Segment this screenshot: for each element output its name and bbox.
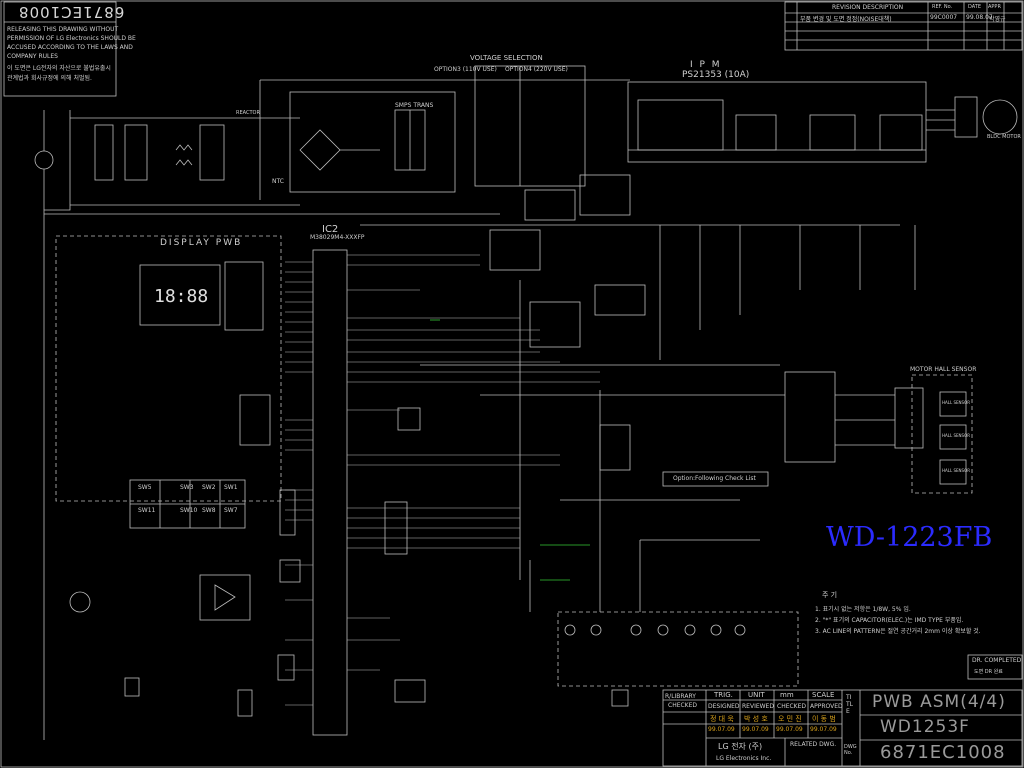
unit-value: mm [780,691,794,699]
related-dwg: RELATED DWG. [790,741,837,748]
sw-label: SW2 [202,484,216,491]
warning-line: PERMISSION OF LG Electronics SHOULD BE [7,35,136,42]
name-reviewer: 박 성 호 [744,715,768,723]
ic2-body [312,249,348,736]
sw-label: SW8 [202,507,216,514]
hall-sensor-label: HALL SENSOR [942,400,970,405]
warning-block: RELEASING THIS DRAWING WITHOUT PERMISSIO… [7,25,136,84]
hall-sensor-label: HALL SENSOR [942,433,970,438]
date-reviewer: 99.07.09 [742,726,769,733]
role-designed: DESIGNED [708,703,740,710]
bldc-motor-label: BLDC MOTOR [987,134,1021,140]
unit-label: UNIT [748,691,765,699]
drawing-number-header: 6871EC1008 [18,3,125,21]
role-checked: CHECKED [777,703,807,710]
dr-completed: DR. COMPLETED [972,657,1022,664]
title-vertical: TITLE [846,694,854,715]
name-checker: 오 민 진 [778,715,802,723]
note-line: 2. "*" 표기의 CAPACITOR(ELEC.)는 IMD TYPE 부품… [815,617,964,624]
trig-label: TRIG. [714,691,733,699]
dr-completed-sub: 도면 DR 완료 [974,669,1003,675]
ntc-label: NTC [272,178,284,185]
warning-line: ACCUSED ACCORDING TO THE LAWS AND [7,44,133,51]
revision-row-ref: 99C0007 [930,14,958,21]
dwg-no-label: DWG No. [844,744,857,756]
reactor-label: REACTOR [236,110,260,116]
revision-row-date: 99.08.07 [966,14,993,21]
warning-line-ko: 이 도면은 LG전자의 자산으로 불법유출시 [7,65,111,72]
sw-label: SW3 [180,484,194,491]
note-line: 3. AC LINE의 PATTERN은 절연 공간거리 2mm 이상 확보할 … [815,628,981,635]
option-check-list: Option:Following Check List [673,475,756,482]
motor-hall-sensor-label: MOTOR HALL SENSOR [910,366,977,373]
warning-line-ko: 관계법과 회사규정에 의해 처벌됨. [7,75,92,82]
pwb-asm-title: PWB ASM(4/4) [872,692,1006,712]
smps-trans-label: SMPS TRANS [395,102,434,109]
date-checker: 99.07.09 [776,726,803,733]
name-approver: 이 동 범 [812,715,836,723]
hall-sensor-label: HALL SENSOR [942,468,970,473]
date-approver: 99.07.09 [810,726,837,733]
revision-row-desc: 부품 변경 및 도면 정정(NOISE대책) [800,16,892,23]
sw-label: SW11 [138,507,156,514]
warning-line: COMPANY RULES [7,53,58,60]
warning-line: RELEASING THIS DRAWING WITHOUT [7,26,119,33]
ic2-label: IC2 [322,224,339,235]
model-code: WD1253F [880,717,970,737]
company-name-en: LG Electronics Inc. [716,755,772,762]
option4-label: OPTION4 (220V USE) [505,66,568,73]
role-reviewed: REVIEWED [742,703,774,710]
voltage-selection-label: VOLTAGE SELECTION [470,54,543,62]
checked-label: CHECKED [668,702,698,709]
model-title: WD-1223FB [826,522,993,553]
dwg-number: 6871EC1008 [880,742,1006,763]
lcd-digits: 18:88 [154,286,209,307]
ipm-title: I P M [690,60,722,70]
option3-label: OPTION3 (110V USE) [434,66,497,73]
scale-label: SCALE [812,691,835,699]
role-approved: APPROVED [810,703,843,710]
r-library: R/LIBRARY [665,693,696,700]
revision-header-description: REVISION DESCRIPTION [832,4,904,11]
sw-label: SW7 [224,507,238,514]
revision-row-appr: 박영규 [989,16,1006,23]
note-line: 1. 표기시 없는 저항은 1/8W, 5% 임. [815,606,911,613]
notes-title: 주 기 [822,591,838,599]
name-designer: 정 대 욱 [710,715,734,723]
revision-header-ref: REF. No. [932,4,953,10]
ipm-part: PS21353 (10A) [682,70,750,80]
sw-label: SW1 [224,484,238,491]
company-name: LG 전자 (주) [718,742,763,751]
revision-header-appr: APPR [988,4,1001,10]
display-pwb-label: DISPLAY PWB [160,238,243,248]
ic2-part: M38029M4-XXXFP [310,234,365,241]
sw-label: SW10 [180,507,198,514]
revision-header-date: DATE [968,4,982,10]
sw-label: SW5 [138,484,152,491]
date-designer: 99.07.09 [708,726,735,733]
